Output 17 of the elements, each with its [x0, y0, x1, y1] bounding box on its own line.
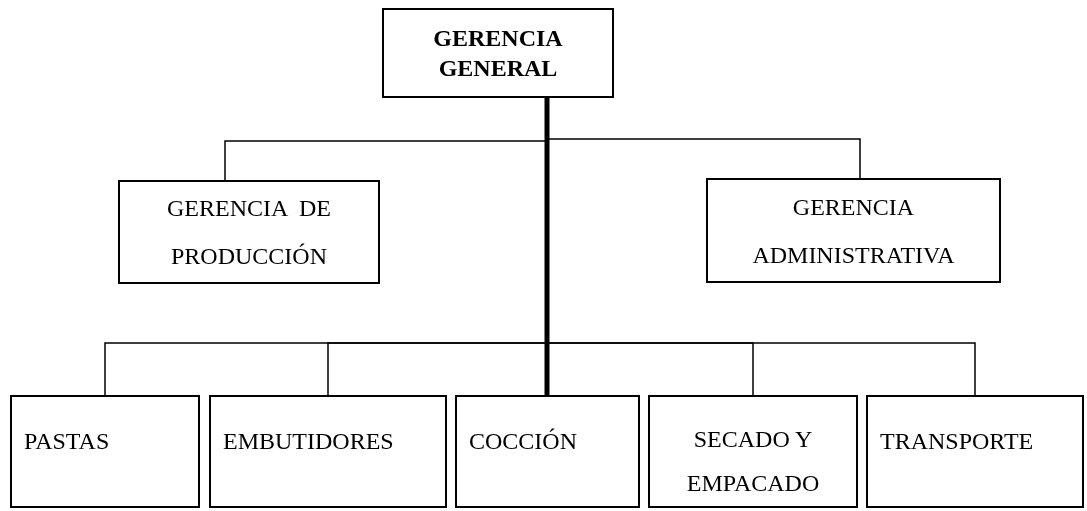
- org-box: [648, 395, 858, 508]
- org-box: [118, 180, 380, 284]
- org-box: [866, 395, 1084, 508]
- box-label: TRANSPORTE: [880, 427, 1035, 456]
- box-label: SECADO Y EMPACADO: [685, 425, 821, 498]
- org-box: [382, 8, 614, 98]
- box-label: GERENCIA ADMINISTRATIVA: [751, 192, 956, 270]
- connector-line: [544, 98, 550, 395]
- box-label: PASTAS: [24, 427, 111, 456]
- box-label: GERENCIA DE PRODUCCIÓN: [166, 194, 332, 271]
- box-label: COCCIÓN: [469, 427, 578, 456]
- org-box: [455, 395, 640, 508]
- org-box: [706, 178, 1001, 283]
- org-box: [10, 395, 200, 508]
- box-label: GERENCIA GENERAL: [432, 24, 564, 83]
- box-label: EMBUTIDORES: [223, 427, 395, 456]
- org-box: [209, 395, 447, 508]
